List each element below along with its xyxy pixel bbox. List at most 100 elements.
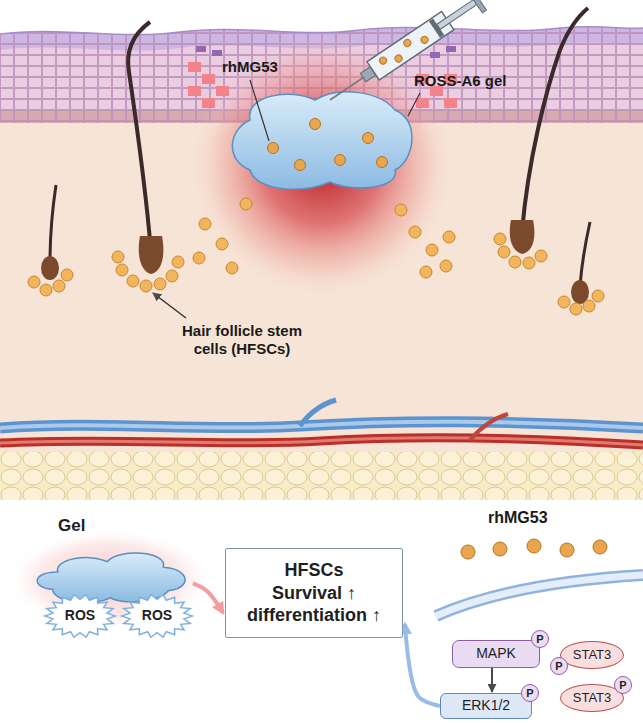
syringe xyxy=(323,0,487,111)
stem-cell xyxy=(409,226,421,238)
stem-cell xyxy=(166,270,178,282)
stem-cell xyxy=(154,278,166,290)
callout-label: rhMG53 xyxy=(222,58,278,76)
fat-cells xyxy=(0,452,643,500)
stem-cell xyxy=(583,300,595,312)
connector-arrow xyxy=(405,624,440,706)
node-text: ROS xyxy=(65,608,95,623)
vein-branch xyxy=(300,400,336,426)
gel-cloud: Gel xyxy=(28,515,193,610)
stem-cell xyxy=(498,246,510,258)
ros-burst: ROS xyxy=(44,594,116,638)
wound-edge-cell xyxy=(202,98,215,108)
protein-dot xyxy=(420,35,430,45)
protein-dot xyxy=(560,543,574,557)
stem-cell xyxy=(558,296,570,308)
stem-cell xyxy=(570,303,582,315)
artery-branch xyxy=(470,414,508,440)
vein xyxy=(0,422,643,428)
phospho-badge: P xyxy=(614,676,632,694)
connector-arrow xyxy=(193,583,223,612)
callout-label: rhMG53 xyxy=(488,508,548,527)
wound-edge-cell xyxy=(216,86,229,96)
hair-follicle xyxy=(139,236,164,274)
stem-cell xyxy=(61,269,73,281)
vein-lumen xyxy=(0,422,643,428)
ros-burst-shape xyxy=(122,595,193,637)
stem-cell xyxy=(172,256,184,268)
protein-dot xyxy=(394,54,404,64)
needle xyxy=(330,77,365,100)
node-text: STAT3 xyxy=(573,648,612,662)
hair-follicle xyxy=(41,256,59,280)
hair-shaft xyxy=(580,222,590,286)
stem-cell xyxy=(592,290,604,302)
stem-cell xyxy=(216,238,228,250)
leader-line xyxy=(250,80,269,141)
protein-dot xyxy=(593,540,607,554)
node-text: MAPK xyxy=(476,646,516,661)
stem-cell xyxy=(420,266,432,278)
protein-dot xyxy=(268,143,279,154)
hypodermis xyxy=(0,452,643,500)
node-text: ERK1/2 xyxy=(462,698,510,713)
stem-cell xyxy=(199,218,211,230)
node-text: P xyxy=(619,679,626,691)
hair-follicle xyxy=(510,220,535,254)
protein-dot xyxy=(493,542,507,556)
leader-line xyxy=(408,93,420,116)
stem-cell xyxy=(226,262,238,274)
wound-edge-cell xyxy=(188,62,201,72)
plunger-rod xyxy=(437,0,477,29)
node-text: P xyxy=(555,660,562,672)
hair-shaft xyxy=(50,185,56,262)
stem-cell xyxy=(116,264,128,276)
ros-burst: ROS xyxy=(121,594,193,638)
plunger-thumb xyxy=(468,0,487,13)
wound-edge-cell xyxy=(444,98,457,108)
node-text: Gel xyxy=(58,517,85,536)
node-text: Survival ↑ xyxy=(272,582,356,605)
node-text: differentiation ↑ xyxy=(247,604,381,627)
stem-cell xyxy=(509,256,521,268)
hair-shaft xyxy=(522,8,588,232)
callout-label: ROSS-A6 gel xyxy=(414,72,507,90)
stat3-oval: STAT3 xyxy=(560,641,624,669)
scab-flake xyxy=(212,50,222,56)
protein-dot xyxy=(402,38,412,48)
hair-shaft xyxy=(128,22,151,252)
pointer-arrow xyxy=(153,293,186,318)
wound-area xyxy=(192,35,452,295)
protein-dot xyxy=(461,545,475,559)
kinase-box: MAPK xyxy=(452,640,540,668)
node-text: STAT3 xyxy=(573,691,612,705)
node-text: HFSCs xyxy=(284,559,343,582)
stem-cell xyxy=(440,260,452,272)
phospho-badge: P xyxy=(531,630,549,648)
stem-cell xyxy=(494,233,506,245)
scab-flake xyxy=(430,52,440,58)
phospho-badge: P xyxy=(550,657,568,675)
stem-cell xyxy=(127,275,139,287)
node-text: P xyxy=(526,687,533,699)
wound-edge-cell xyxy=(202,74,215,84)
stem-cell xyxy=(240,198,252,210)
protein-dot xyxy=(377,157,388,168)
stem-cell xyxy=(28,276,40,288)
gel-blob xyxy=(232,92,412,189)
stem-cell xyxy=(426,244,438,256)
kinase-box: ERK1/2 xyxy=(440,693,532,719)
wound-edge-cell xyxy=(188,86,201,96)
protein-dot xyxy=(527,539,541,553)
stem-cell xyxy=(395,204,407,216)
scab-flake xyxy=(446,46,456,52)
stem-cell xyxy=(523,257,535,269)
stem-cell xyxy=(140,280,152,292)
phospho-badge: P xyxy=(521,684,539,702)
skin-surface xyxy=(0,27,643,35)
cell-membrane-core xyxy=(436,575,643,616)
ros-burst-shape xyxy=(45,595,116,637)
stem-cell xyxy=(112,251,124,263)
outcome-box: HFSCsSurvival ↑differentiation ↑ xyxy=(225,548,403,638)
